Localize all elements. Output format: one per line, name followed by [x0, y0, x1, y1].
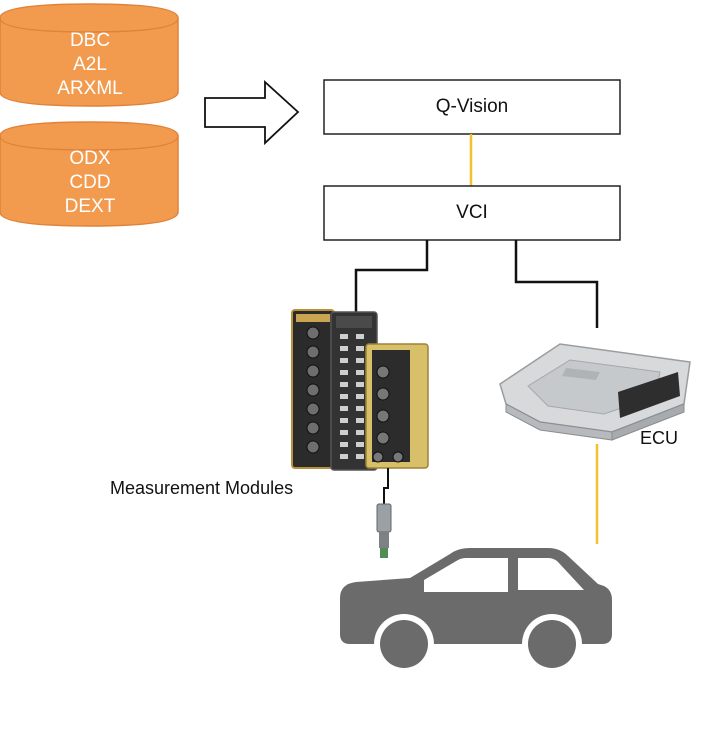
database-2-line-1: ODX	[69, 148, 111, 169]
database-1-line-2: A2L	[73, 54, 107, 75]
database-2-line-3: DEXT	[65, 196, 116, 217]
qvision-box	[323, 79, 621, 135]
database-cylinder-1: DBC A2L ARXML	[0, 3, 179, 107]
ecu-image	[499, 343, 691, 441]
import-arrow-icon	[204, 79, 300, 146]
measurement-modules-label: Measurement Modules	[110, 478, 293, 498]
measurement-modules-image	[291, 309, 429, 558]
vci-label: VCI	[456, 202, 488, 223]
database-cylinder-2: ODX CDD DEXT	[0, 121, 179, 227]
database-1-line-1: DBC	[70, 30, 110, 51]
qvision-label: Q-Vision	[436, 96, 509, 117]
vci-box	[323, 185, 621, 241]
vci-ecu-cable	[514, 240, 599, 328]
vci-modules-cable	[354, 240, 429, 312]
ecu-label: ECU	[640, 428, 678, 448]
car-icon	[340, 548, 612, 674]
database-1-line-3: ARXML	[57, 78, 122, 99]
database-2-line-2: CDD	[69, 172, 110, 193]
